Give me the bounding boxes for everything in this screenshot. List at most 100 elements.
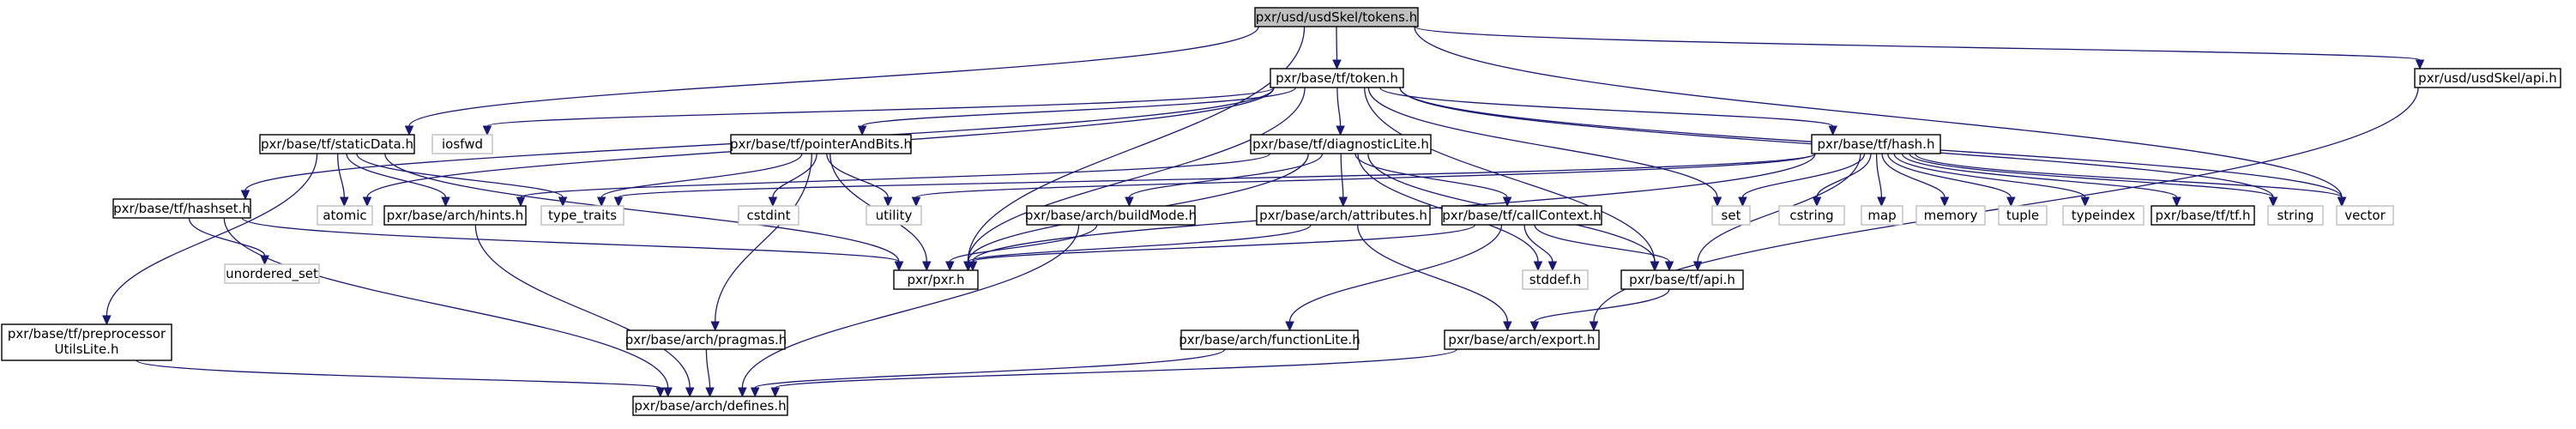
edge-line (1816, 153, 1872, 198)
node-pxrh[interactable]: pxr/pxr.h (893, 269, 979, 290)
edge-arrowhead (613, 196, 624, 208)
edge-tfhash-to-string (1909, 153, 2278, 208)
edge-line (618, 153, 1816, 198)
node-box (540, 205, 624, 226)
node-label: map (1867, 208, 1896, 223)
edge-line (1364, 87, 1656, 263)
node-tfapi[interactable]: pxr/base/tf/api.h (1620, 269, 1744, 290)
edge-arrowhead (883, 196, 893, 208)
node-box (626, 329, 786, 350)
node-cstring: cstring (1778, 205, 1845, 226)
edge-line (600, 153, 803, 198)
node-defines[interactable]: pxr/base/arch/defines.h (632, 396, 788, 416)
node-type-traits: type_traits (540, 205, 624, 226)
node-pragmas[interactable]: pxr/base/arch/pragmas.h (625, 329, 787, 350)
edge-arrowhead (1664, 261, 1674, 272)
edge-line (1914, 153, 2343, 198)
edge-line (241, 217, 900, 263)
edge-arrowhead (1285, 321, 1294, 332)
edge-pointerandbits-to-pragmas (710, 153, 812, 332)
node-box (730, 134, 912, 154)
edge-arrowhead (945, 261, 955, 272)
edge-staticdata-to-type_traits (356, 153, 568, 208)
edge-line (1414, 26, 2421, 61)
node-vector: vector (2336, 205, 2394, 226)
node-label: utility (876, 208, 913, 223)
node-diagnosticlite[interactable]: pxr/base/tf/diagnosticLite.h (1250, 134, 1432, 154)
node-set: set (1711, 205, 1751, 226)
node-label: pxr/pxr.h (907, 272, 964, 287)
node-label: pxr/base/tf/callContext.h (1442, 208, 1601, 223)
edge-arrowhead (1828, 125, 1837, 136)
edge-pointerandbits-to-cstdint (768, 153, 817, 208)
edge-callcontext-to-stddef (1523, 224, 1558, 272)
node-callcontext[interactable]: pxr/base/tf/callContext.h (1441, 205, 1602, 226)
edge-tfhash-to-utility (911, 153, 1816, 208)
node-box (1256, 205, 1431, 226)
edge-arrowhead (768, 196, 778, 208)
node-box (1711, 205, 1751, 226)
edge-hints-to-defines (474, 224, 695, 398)
node-hashset[interactable]: pxr/base/tf/hashset.h (112, 198, 251, 219)
node-hints[interactable]: pxr/base/arch/hints.h (383, 205, 527, 226)
node-attributes[interactable]: pxr/base/arch/attributes.h (1256, 205, 1431, 226)
node-box (1915, 205, 1986, 226)
edge-line (972, 224, 1476, 263)
edge-callcontext-to-functionlite (1285, 224, 1503, 332)
node-box (383, 205, 527, 226)
node-label: string (2277, 208, 2314, 223)
edge-pointerandbits-to-type_traits (596, 153, 803, 208)
edge-arrowhead (2337, 196, 2347, 208)
node-label: pxr/usd/usdSkel/tokens.h (1256, 9, 1418, 25)
node-label: pxr/base/tf/api.h (1629, 272, 1735, 287)
edge-arrowhead (1533, 261, 1543, 272)
node-box (431, 134, 493, 154)
node-string: string (2267, 205, 2324, 226)
node-tfhash[interactable]: pxr/base/tf/hash.h (1811, 134, 1941, 154)
edge-tfhash-to-memory (1881, 153, 1950, 208)
edge-token-to-set (1367, 87, 1722, 208)
edge-line (223, 217, 669, 389)
edge-arrowhead (1529, 321, 1540, 332)
edge-line (1414, 26, 2343, 198)
node-label: cstring (1789, 208, 1833, 223)
node-staticdata[interactable]: pxr/base/tf/staticData.h (259, 134, 415, 154)
edge-arrowhead (738, 387, 747, 398)
node-skelapi[interactable]: pxr/usd/usdSkel/api.h (2414, 68, 2561, 88)
node-box (1180, 329, 1359, 350)
edge-line (1534, 224, 1670, 263)
edge-arrowhead (102, 315, 112, 326)
edge-arrowhead (1125, 196, 1134, 208)
node-box (2062, 205, 2145, 226)
node-buildmode[interactable]: pxr/base/arch/buildMode.h (1025, 205, 1197, 226)
edge-line (1336, 87, 1342, 127)
edge-token-to-pointerandbits (857, 87, 1297, 136)
node-pointerandbits[interactable]: pxr/base/tf/pointerAndBits.h (730, 134, 912, 154)
edge-token-to-tfapi (1364, 87, 1660, 272)
node-label: unordered_set (226, 266, 318, 282)
edge-root-to-staticdata (404, 26, 1259, 136)
node-tfh[interactable]: pxr/base/tf/tf.h (2151, 205, 2255, 226)
node-memory: memory (1915, 205, 1986, 226)
node-root[interactable]: pxr/usd/usdSkel/tokens.h (1254, 7, 1419, 27)
edge-line (1881, 153, 1946, 198)
node-box (1444, 329, 1600, 350)
node-box (1441, 205, 1602, 226)
node-token[interactable]: pxr/base/tf/token.h (1270, 68, 1404, 88)
node-label: cstdint (746, 208, 790, 223)
edge-root-to-vector (1414, 26, 2347, 208)
node-box (1522, 269, 1589, 290)
node-functionlite[interactable]: pxr/base/arch/functionLite.h (1179, 329, 1360, 350)
node-box (738, 205, 799, 226)
node-label: typeindex (2072, 208, 2136, 223)
edge-arrowhead (894, 261, 904, 272)
edge-arrowhead (340, 196, 349, 208)
edge-staticdata-to-preproc (102, 153, 318, 326)
node-label: pxr/base/tf/hash.h (1818, 136, 1935, 152)
node-exporth[interactable]: pxr/base/arch/export.h (1444, 329, 1600, 350)
edge-arrowhead (404, 125, 414, 136)
edge-line (967, 87, 1306, 263)
edge-arrowhead (1547, 261, 1558, 272)
edge-arrowhead (1332, 59, 1342, 70)
